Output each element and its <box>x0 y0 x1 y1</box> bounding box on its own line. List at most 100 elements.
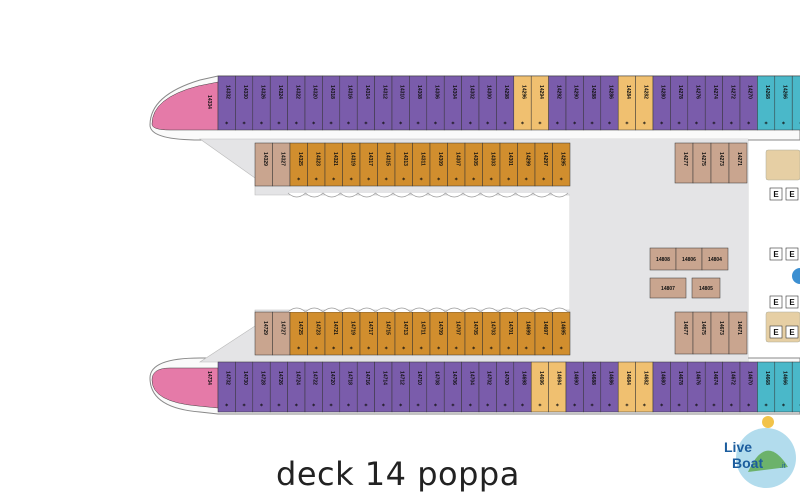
cabin-14305[interactable]: 14305* <box>464 142 483 187</box>
cabin-14697[interactable]: 14697* <box>534 311 553 356</box>
cabin-14726[interactable]: 14726* <box>269 361 288 413</box>
cabin-14321[interactable]: 14321* <box>324 142 343 187</box>
cabin-14322[interactable]: 14322* <box>287 75 306 131</box>
cabin-14720[interactable]: 14720* <box>322 361 341 413</box>
cabin-14698[interactable]: 14698* <box>513 361 532 413</box>
cabin-14298[interactable]: 14298* <box>496 75 515 131</box>
cabin-14295[interactable]: 14295* <box>552 142 571 187</box>
cabin-14273[interactable]: 14273 <box>710 142 730 184</box>
cabin-14326[interactable]: 14326* <box>252 75 271 131</box>
cabin-14700[interactable]: 14700* <box>496 361 515 413</box>
cabin-14666[interactable]: 14666* <box>774 361 793 413</box>
cabin-14675[interactable]: 14675 <box>692 311 712 355</box>
cabin-14330[interactable]: 14330* <box>235 75 254 131</box>
cabin-14266[interactable]: 14266* <box>774 75 793 131</box>
cabin-14309[interactable]: 14309* <box>429 142 448 187</box>
cabin-14721[interactable]: 14721* <box>324 311 343 356</box>
cabin-14304[interactable]: 14304* <box>443 75 462 131</box>
cabin-14712[interactable]: 14712* <box>391 361 410 413</box>
cabin-14676[interactable]: 14676* <box>687 361 706 413</box>
cabin-14314[interactable]: 14314* <box>356 75 375 131</box>
cabin-14710[interactable]: 14710* <box>409 361 428 413</box>
cabin-14307[interactable]: 14307* <box>447 142 466 187</box>
cabin-14300[interactable]: 14300* <box>478 75 497 131</box>
cabin-14719[interactable]: 14719* <box>342 311 361 356</box>
cabin-14682[interactable]: 14682* <box>635 361 654 413</box>
cabin-14277[interactable]: 14277 <box>674 142 694 184</box>
cabin-14319[interactable]: 14319* <box>342 142 361 187</box>
cabin-14674[interactable]: 14674* <box>704 361 723 413</box>
cabin-14706[interactable]: 14706* <box>443 361 462 413</box>
cabin-14302[interactable]: 14302* <box>461 75 480 131</box>
cabin-14272[interactable]: 14272* <box>722 75 741 131</box>
cabin-14310[interactable]: 14310* <box>391 75 410 131</box>
cabin-14274[interactable]: 14274* <box>704 75 723 131</box>
cabin-14696[interactable]: 14696* <box>530 361 549 413</box>
cabin-14664[interactable]: 14664* <box>791 361 800 413</box>
cabin-14325[interactable]: 14325* <box>289 142 308 187</box>
cabin-14278[interactable]: 14278* <box>670 75 689 131</box>
cabin-14317[interactable]: 14317* <box>359 142 378 187</box>
cabin-14688[interactable]: 14688* <box>583 361 602 413</box>
cabin-14808[interactable]: 14808 <box>649 247 677 271</box>
cabin-14276[interactable]: 14276* <box>687 75 706 131</box>
cabin-14671[interactable]: 14671 <box>728 311 748 355</box>
cabin-14694[interactable]: 14694* <box>548 361 567 413</box>
cabin-14716[interactable]: 14716* <box>356 361 375 413</box>
cabin-14323[interactable]: 14323* <box>307 142 326 187</box>
cabin-14695[interactable]: 14695* <box>552 311 571 356</box>
cabin-14297[interactable]: 14297* <box>534 142 553 187</box>
cabin-14707[interactable]: 14707* <box>447 311 466 356</box>
cabin-14303[interactable]: 14303* <box>482 142 501 187</box>
cabin-14686[interactable]: 14686* <box>600 361 619 413</box>
cabin-14714[interactable]: 14714* <box>374 361 393 413</box>
cabin-14296[interactable]: 14296* <box>513 75 532 131</box>
cabin-14722[interactable]: 14722* <box>304 361 323 413</box>
cabin-14284[interactable]: 14284* <box>617 75 636 131</box>
cabin-14292[interactable]: 14292* <box>548 75 567 131</box>
cabin-14727[interactable]: 14727 <box>272 311 291 356</box>
cabin-14725[interactable]: 14725* <box>289 311 308 356</box>
cabin-14673[interactable]: 14673 <box>710 311 730 355</box>
cabin-14699[interactable]: 14699* <box>517 311 536 356</box>
cabin-14704[interactable]: 14704* <box>461 361 480 413</box>
cabin-14312[interactable]: 14312* <box>374 75 393 131</box>
cabin-14288[interactable]: 14288* <box>583 75 602 131</box>
cabin-14729[interactable]: 14729 <box>254 311 273 356</box>
cabin-14705[interactable]: 14705* <box>464 311 483 356</box>
cabin-14718[interactable]: 14718* <box>339 361 358 413</box>
cabin-14715[interactable]: 14715* <box>377 311 396 356</box>
cabin-14668[interactable]: 14668* <box>757 361 776 413</box>
cabin-14702[interactable]: 14702* <box>478 361 497 413</box>
cabin-14308[interactable]: 14308* <box>409 75 428 131</box>
cabin-14318[interactable]: 14318* <box>322 75 341 131</box>
cabin-14294[interactable]: 14294* <box>530 75 549 131</box>
cabin-14701[interactable]: 14701* <box>499 311 518 356</box>
cabin-14313[interactable]: 14313* <box>394 142 413 187</box>
cabin-14315[interactable]: 14315* <box>377 142 396 187</box>
cabin-14723[interactable]: 14723* <box>307 311 326 356</box>
cabin-14680[interactable]: 14680* <box>652 361 671 413</box>
cabin-14275[interactable]: 14275 <box>692 142 712 184</box>
cabin-14320[interactable]: 14320* <box>304 75 323 131</box>
cabin-14708[interactable]: 14708* <box>426 361 445 413</box>
cabin-14334[interactable]: 14334 <box>206 95 212 109</box>
cabin-14684[interactable]: 14684* <box>617 361 636 413</box>
cabin-14290[interactable]: 14290* <box>565 75 584 131</box>
cabin-14327[interactable]: 14327 <box>272 142 291 187</box>
cabin-14311[interactable]: 14311* <box>412 142 431 187</box>
cabin-14299[interactable]: 14299* <box>517 142 536 187</box>
cabin-14807[interactable]: 14807 <box>649 277 687 299</box>
cabin-14268[interactable]: 14268* <box>757 75 776 131</box>
cabin-14724[interactable]: 14724* <box>287 361 306 413</box>
cabin-14703[interactable]: 14703* <box>482 311 501 356</box>
cabin-14271[interactable]: 14271 <box>728 142 748 184</box>
cabin-14264[interactable]: 14264* <box>791 75 800 131</box>
cabin-14672[interactable]: 14672* <box>722 361 741 413</box>
cabin-14677[interactable]: 14677 <box>674 311 694 355</box>
cabin-14730[interactable]: 14730* <box>235 361 254 413</box>
cabin-14324[interactable]: 14324* <box>269 75 288 131</box>
cabin-14282[interactable]: 14282* <box>635 75 654 131</box>
cabin-14286[interactable]: 14286* <box>600 75 619 131</box>
cabin-14670[interactable]: 14670* <box>739 361 758 413</box>
